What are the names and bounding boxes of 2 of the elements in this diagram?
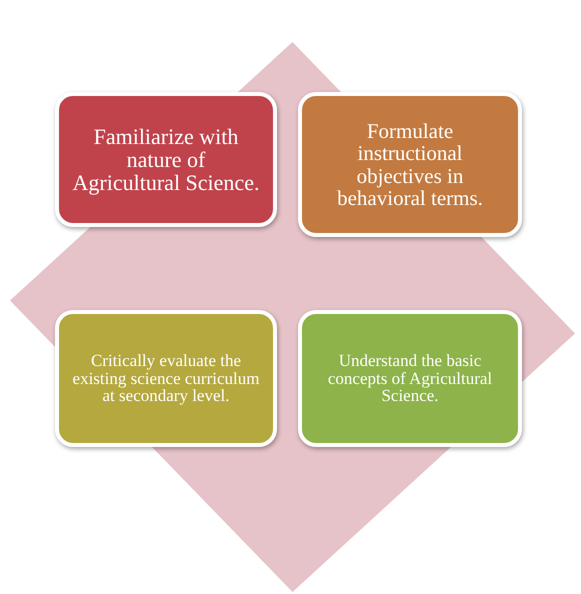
objective-box: Understand the basic concepts of Agricultural Science. [298, 310, 522, 447]
objective-box: Critically evaluate the existing science curriculum at secondary level. [55, 310, 277, 447]
